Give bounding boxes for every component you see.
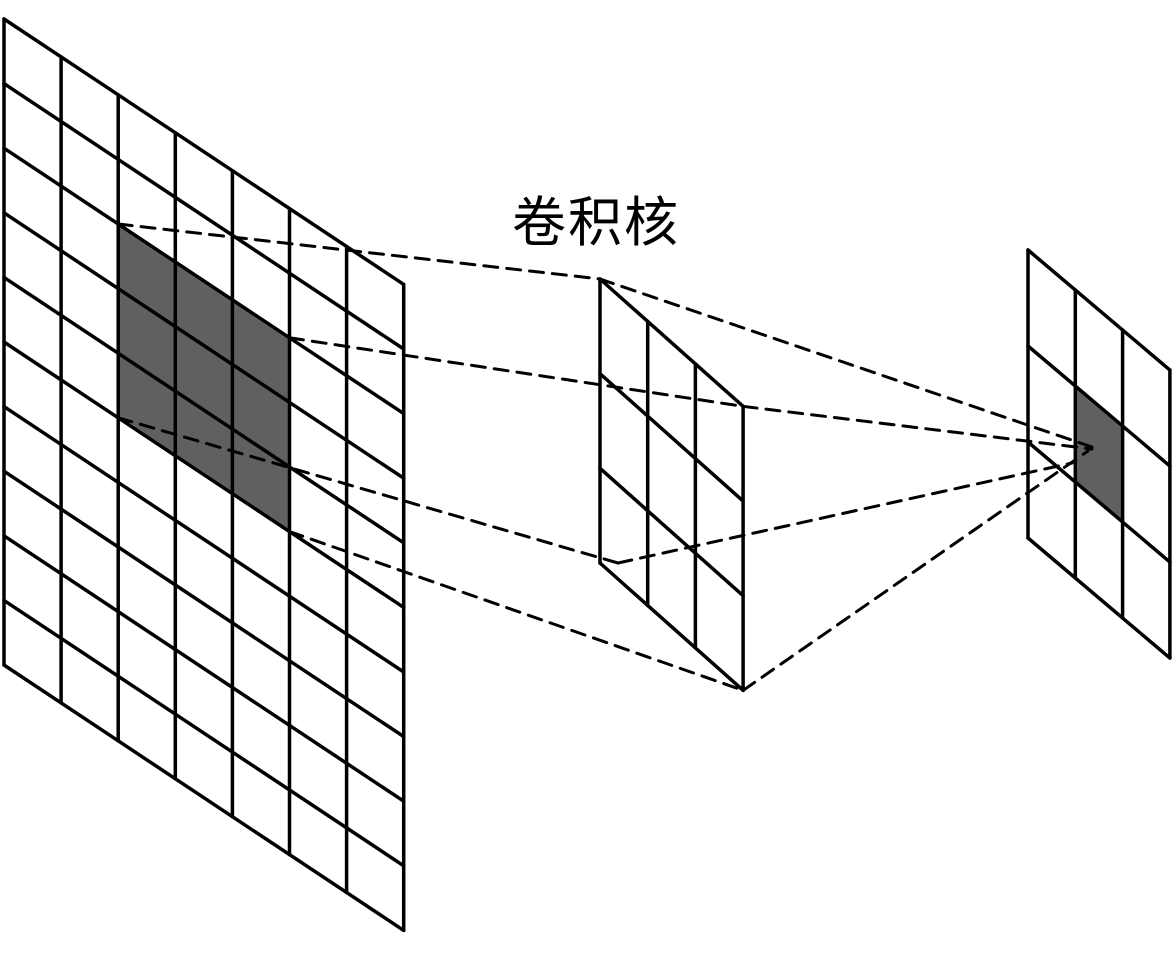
output-grid-hline xyxy=(1026,536,1172,660)
input-grid-hline xyxy=(2,211,406,480)
input-grid-hline xyxy=(2,81,406,351)
kernel-grid-hline xyxy=(598,466,745,598)
output-cell-highlight xyxy=(1075,386,1123,523)
input-grid-hline xyxy=(2,598,406,868)
projection-line xyxy=(616,461,1074,565)
projection-line xyxy=(116,222,602,281)
output-grid-hline xyxy=(1026,344,1172,468)
input-grid-hline xyxy=(2,534,406,803)
input-grid-hline xyxy=(2,404,406,674)
projection-dashed-lines xyxy=(116,222,1094,692)
projection-line xyxy=(741,404,1094,451)
projection-line xyxy=(598,277,1094,449)
kernel-grid-hline xyxy=(598,277,745,409)
output-feature-map xyxy=(1026,248,1172,660)
input-grid-hline xyxy=(2,663,406,933)
projection-line xyxy=(116,416,620,565)
input-feature-map xyxy=(2,17,406,933)
input-grid-hline xyxy=(2,275,406,545)
input-highlight-region xyxy=(118,224,290,532)
kernel-grid-hline xyxy=(598,371,745,503)
projection-line xyxy=(741,449,1090,692)
convolution-kernel xyxy=(598,277,745,693)
input-grid-hline xyxy=(2,17,406,287)
output-highlight-cell xyxy=(1075,386,1123,523)
projection-line xyxy=(288,336,745,408)
input-grid-hline xyxy=(2,469,406,739)
input-grid-hline xyxy=(2,340,406,610)
kernel-grid-hline xyxy=(598,561,745,693)
projection-line xyxy=(288,530,745,692)
output-grid-hline xyxy=(1026,248,1172,372)
input-receptive-field-highlight xyxy=(118,224,290,532)
input-grid-hline xyxy=(2,146,406,416)
output-grid-hline xyxy=(1026,440,1172,564)
kernel-label: 卷积核 xyxy=(512,191,680,254)
